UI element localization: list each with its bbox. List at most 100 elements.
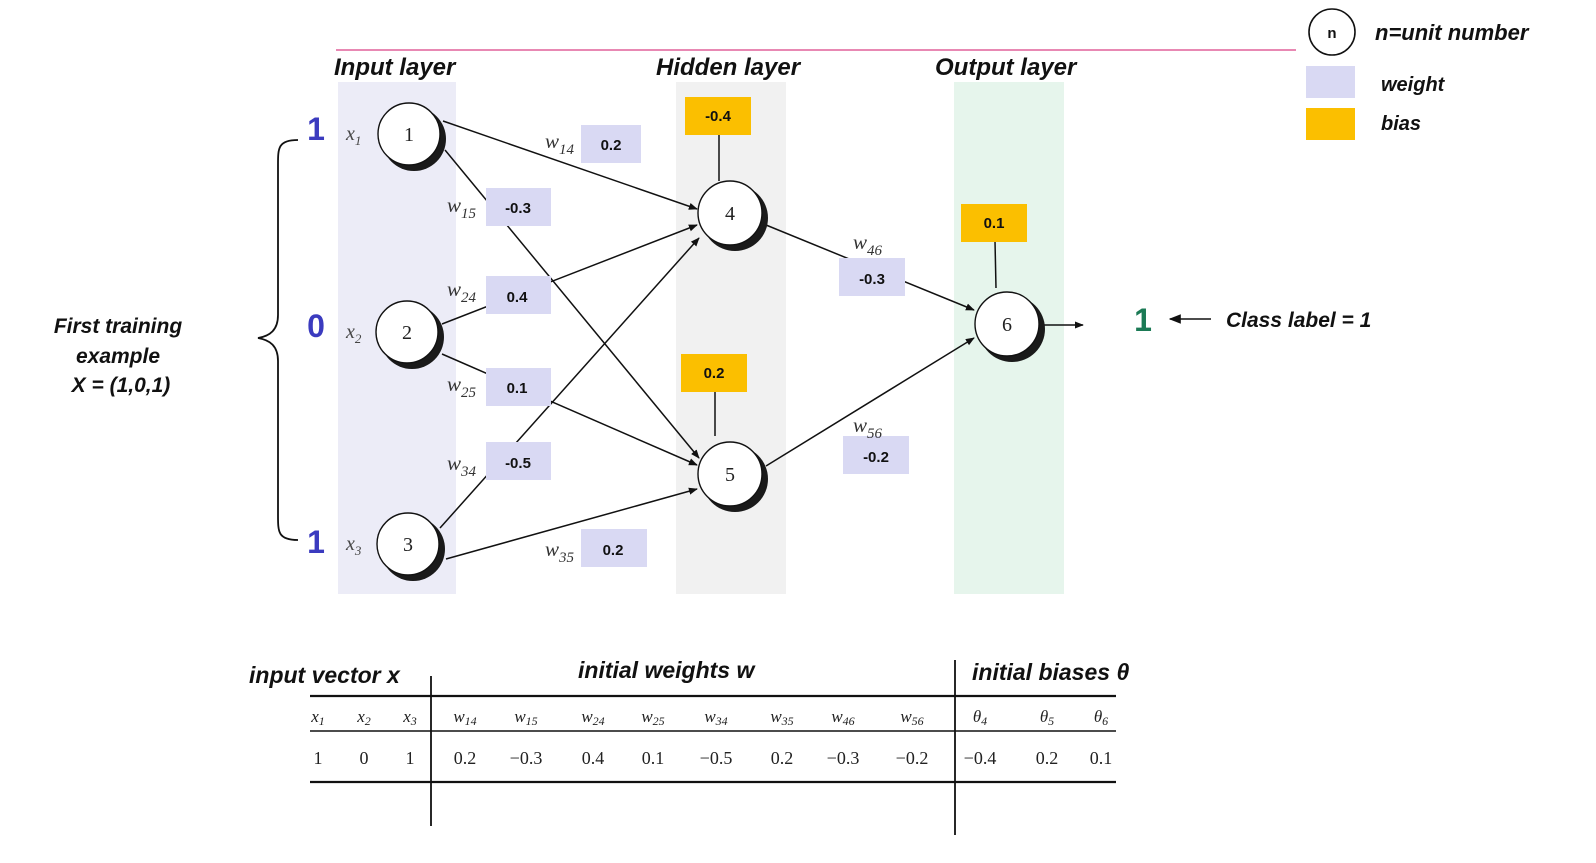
weight-label-w25: w25 — [447, 372, 477, 401]
weight-box-w56 — [843, 436, 909, 474]
table-header-cell: w14 — [453, 707, 476, 728]
weight-label-w35: w35 — [545, 537, 575, 566]
table-header-cell: x1 — [310, 707, 325, 728]
table-value-cell: 0.1 — [1090, 748, 1113, 768]
unit-4 — [697, 180, 763, 246]
weight-value-w15: -0.3 — [505, 200, 531, 217]
table-group-input: input vector x — [249, 662, 401, 688]
weight-value-w25: 0.1 — [507, 380, 528, 397]
legend-weight-label: weight — [1381, 74, 1446, 96]
legend-bias-label: bias — [1381, 113, 1421, 135]
bias-value-4: -0.4 — [705, 108, 732, 125]
table-group-biases: initial biases θ — [972, 659, 1129, 685]
weight-value-w56: -0.2 — [863, 449, 889, 466]
table-header-cell: θ5 — [1040, 707, 1054, 728]
weight-label-w14: w14 — [545, 129, 575, 158]
output-value: 1 — [1134, 302, 1152, 338]
table-header-cell: w35 — [770, 707, 793, 728]
table-value-cell: −0.4 — [964, 748, 997, 768]
weight-label-w46: w46 — [853, 230, 883, 259]
weight-value-w14: 0.2 — [601, 137, 622, 154]
input-var-x2: x2 — [345, 321, 362, 346]
table-header-cell: w15 — [514, 707, 537, 728]
weight-value-w46: -0.3 — [859, 271, 885, 288]
input-value-2: 0 — [307, 308, 325, 344]
class-label: Class label = 1 — [1226, 309, 1371, 332]
bias-box-4 — [685, 97, 751, 135]
bias-stem-6 — [994, 240, 997, 289]
table-header-cell: w46 — [831, 707, 854, 728]
bias-value-5: 0.2 — [704, 365, 725, 382]
table-value-cell: 0 — [360, 748, 369, 768]
bias-box-6 — [961, 204, 1027, 242]
weight-label-w24: w24 — [447, 277, 477, 306]
example-line-2: example — [76, 345, 160, 368]
weight-label-w34: w34 — [447, 451, 477, 480]
table-header-cell: w34 — [704, 707, 727, 728]
weight-value-w35: 0.2 — [603, 542, 624, 559]
unit-1 — [377, 102, 441, 166]
unit-4-label: 4 — [725, 203, 735, 225]
unit-2 — [375, 300, 439, 364]
edge-2-4 — [441, 224, 698, 325]
input-layer-title: Input layer — [334, 54, 457, 81]
table-header-row: x1 x2 x3 w14 w15 w24 w25 w34 w35 w46 w56 θ4 θ5 θ6 — [310, 707, 1108, 728]
bias-box-5 — [681, 354, 747, 392]
legend-weight-swatch — [1306, 66, 1355, 98]
weight-box-w15 — [486, 188, 551, 226]
input-value-1: 1 — [307, 111, 325, 147]
table-value-cell: 0.2 — [454, 748, 477, 768]
output-layer-title: Output layer — [935, 54, 1078, 81]
legend-unit-icon — [1308, 8, 1356, 56]
hidden-layer-title: Hidden layer — [656, 54, 802, 81]
table-header-cell: θ6 — [1094, 707, 1108, 728]
weight-box-w24 — [486, 276, 551, 314]
unit-3-label: 3 — [403, 534, 413, 556]
legend-bias-swatch — [1306, 108, 1355, 140]
table-value-cell: −0.2 — [896, 748, 929, 768]
unit-5-label: 5 — [725, 464, 735, 486]
table-header-cell: x3 — [402, 707, 417, 728]
example-line-3: X = (1,0,1) — [71, 374, 171, 397]
unit-2-label: 2 — [402, 322, 412, 344]
edge-2-5 — [441, 353, 698, 466]
weight-box-w25 — [486, 368, 551, 406]
unit-3 — [376, 512, 440, 576]
table-value-cell: 1 — [406, 748, 415, 768]
weight-box-w14 — [581, 125, 641, 163]
weight-label-w15: w15 — [447, 193, 477, 222]
example-line-1: First training — [54, 315, 183, 338]
input-var-x1: x1 — [345, 123, 361, 148]
table-value-cell: −0.3 — [510, 748, 543, 768]
unit-6 — [974, 291, 1040, 357]
edge-3-5 — [445, 487, 698, 560]
unit-5 — [697, 441, 763, 507]
legend-unit-symbol: n — [1327, 25, 1336, 42]
edge-3-4 — [439, 237, 700, 529]
legend-unit-label: n=unit number — [1375, 20, 1530, 45]
table-header-cell: x2 — [356, 707, 371, 728]
table-value-cell: 0.2 — [1036, 748, 1059, 768]
weight-value-w34: -0.5 — [505, 455, 531, 472]
input-value-3: 1 — [307, 524, 325, 560]
unit-6-label: 6 — [1002, 314, 1012, 336]
edge-5-6 — [765, 337, 975, 467]
table-header-cell: w24 — [581, 707, 604, 728]
table-value-cell: 0.4 — [582, 748, 605, 768]
weight-box-w46 — [839, 258, 905, 296]
table-value-cell: 0.2 — [771, 748, 794, 768]
input-brace — [257, 139, 299, 541]
table-group-weights: initial weights w — [578, 657, 756, 683]
table-header-cell: w56 — [900, 707, 923, 728]
table-value-cell: 1 — [314, 748, 323, 768]
weight-label-w56: w56 — [853, 413, 883, 442]
weight-box-w35 — [581, 529, 647, 567]
table-header-cell: w25 — [641, 707, 664, 728]
table-header-cell: θ4 — [973, 707, 987, 728]
unit-1-label: 1 — [404, 124, 414, 146]
edge-1-4 — [442, 120, 698, 210]
weight-value-w24: 0.4 — [507, 289, 529, 306]
